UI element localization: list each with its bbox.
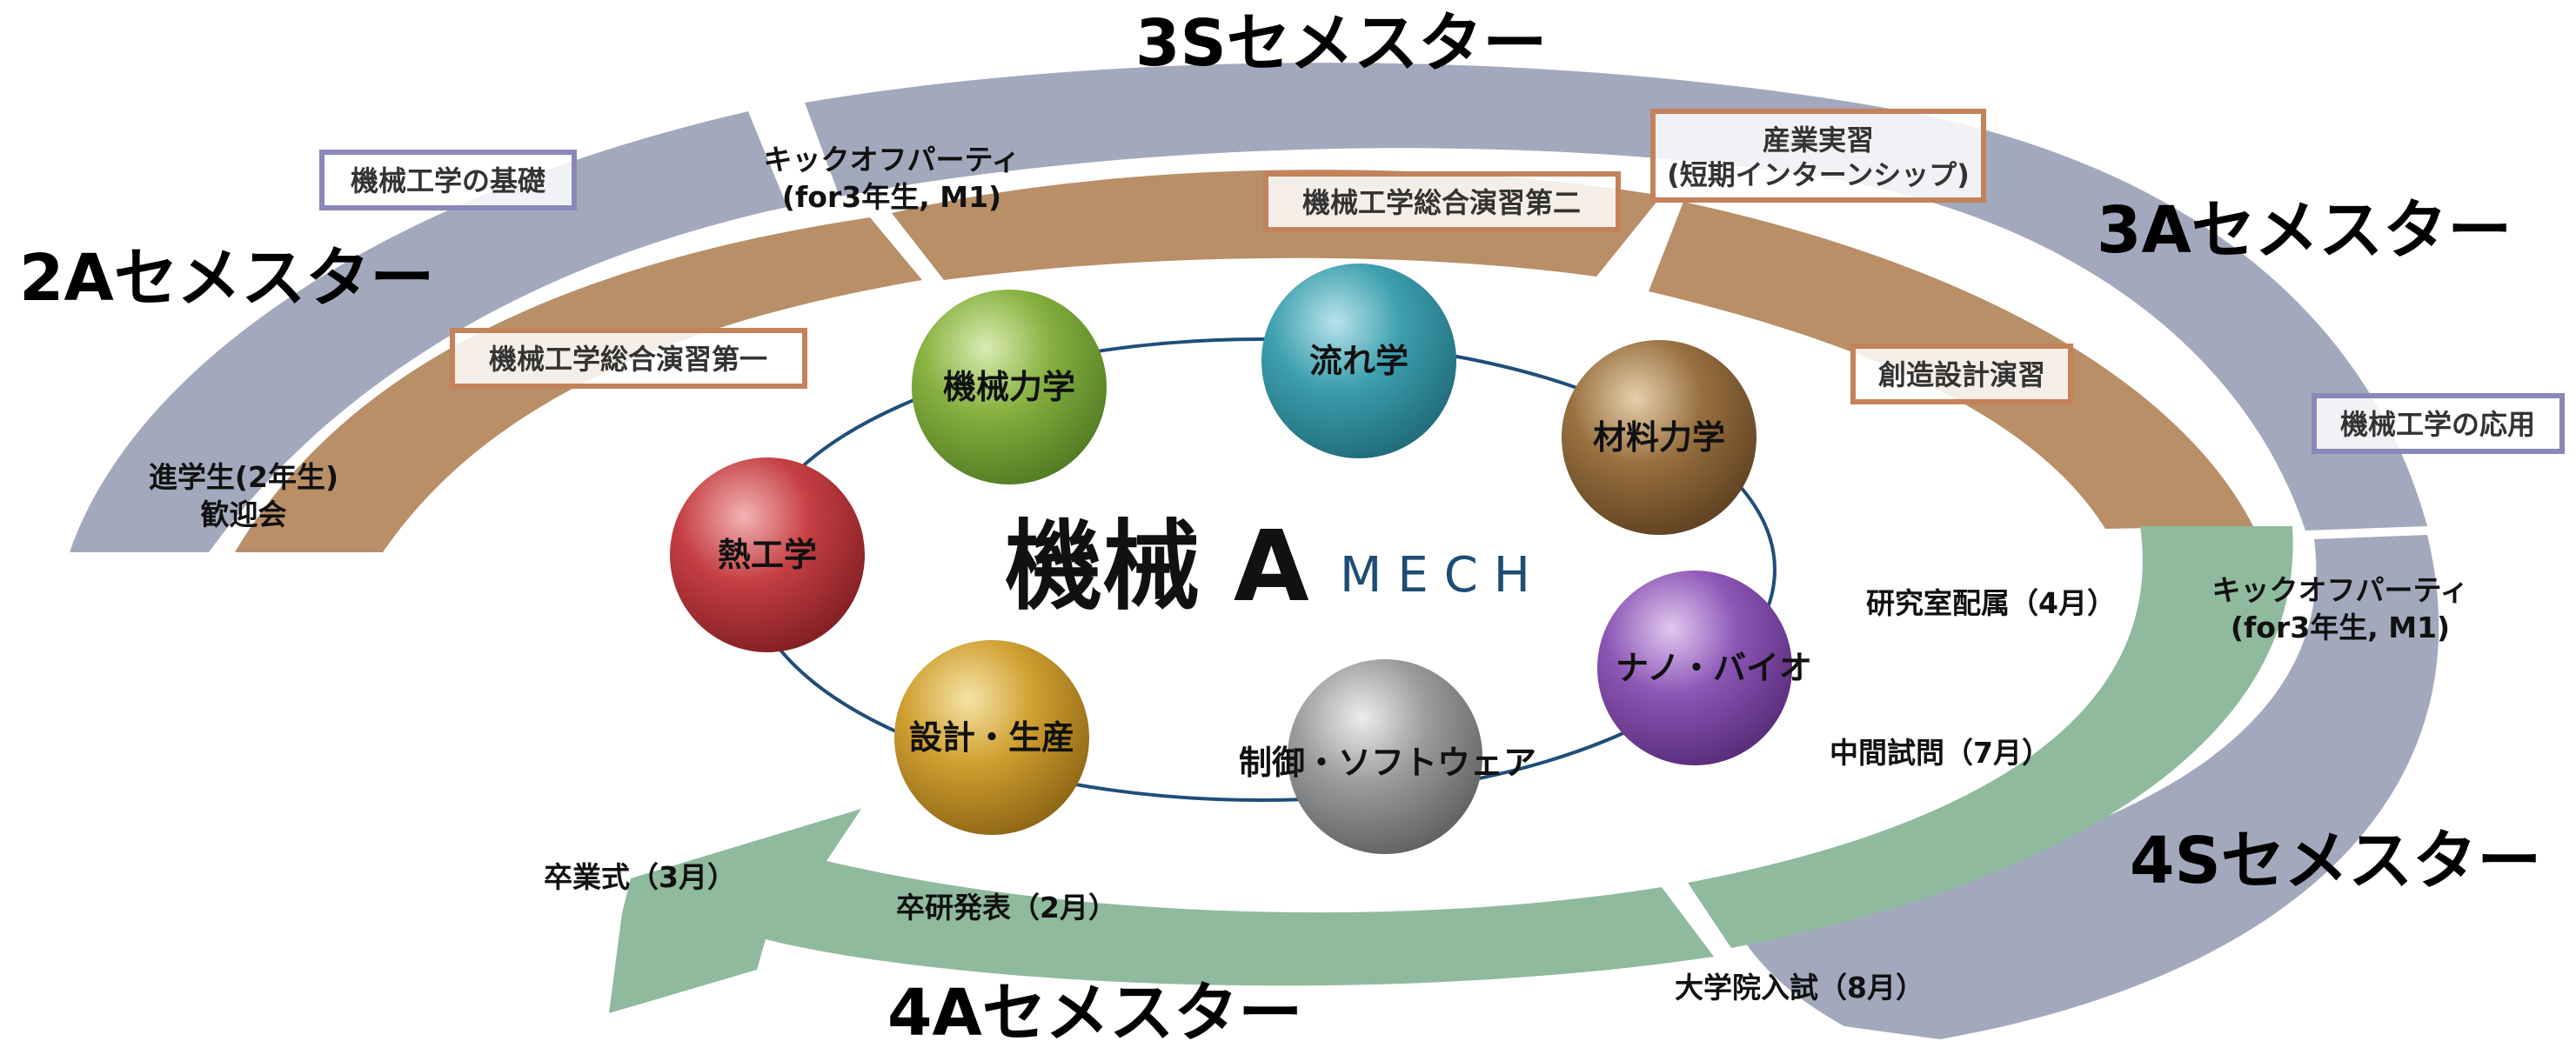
course-internship-title: 産業実習 [1763, 123, 1874, 157]
center-subtitle: MECH [1340, 547, 1546, 604]
event-thesis-presentation: 卒研発表（2月） [896, 891, 1117, 925]
event-kickoff-right-line1: キックオフパーティ [2211, 573, 2468, 607]
semester-2a-label: 2Aセメスター [19, 241, 434, 316]
field-design-production-label: 設計・生産 [909, 718, 1074, 757]
field-mechanics-label: 機械力学 [943, 368, 1075, 406]
green-band-4s [1688, 526, 2293, 948]
event-welcome-line1: 進学生(2年生) [149, 460, 338, 494]
event-kickoff-top-line1: キックオフパーティ [763, 143, 1020, 177]
course-exercise1-label: 機械工学総合演習第一 [489, 343, 767, 376]
outer-band-2a [70, 111, 787, 552]
course-box-exercise2: 機械工学総合演習第二 [1263, 171, 1621, 232]
field-design-production: 設計・生産 [894, 640, 1089, 835]
field-mechanics: 機械力学 [912, 290, 1107, 484]
course-box-design: 創造設計演習 [1850, 344, 2073, 404]
course-design-label: 創造設計演習 [1878, 358, 2045, 391]
semester-3a-label: 3Aセメスター [2097, 193, 2512, 268]
course-exercise2-label: 機械工学総合演習第二 [1302, 186, 1581, 219]
outer-band-3s-3a [805, 63, 2427, 531]
center-title: 機械 A [1005, 511, 1309, 624]
outer-band-4s [1727, 535, 2439, 1039]
event-welcome-line2: 歓迎会 [201, 497, 287, 531]
event-lab-assign: 研究室配属（4月） [1866, 586, 2116, 620]
event-graduation: 卒業式（3月） [544, 860, 736, 894]
semester-4a-label: 4Aセメスター [887, 976, 1302, 1048]
event-grad-exam: 大学院入試（8月） [1675, 971, 1924, 1005]
event-midterm: 中間試問（7月） [1830, 736, 2051, 770]
course-basics-label: 機械工学の基礎 [351, 164, 545, 197]
field-fluids: 流れ学 [1261, 264, 1456, 458]
green-band-4a-arrow [609, 809, 1714, 1013]
course-box-internship: 産業実習 (短期インターンシップ) [1650, 109, 1986, 203]
field-control-label: 制御・ソフトウェア [1239, 744, 1536, 782]
field-thermo: 熱工学 [670, 457, 865, 652]
course-box-exercise1: 機械工学総合演習第一 [450, 328, 807, 389]
event-kickoff-right-line2: (for3年生, M1) [2231, 611, 2450, 644]
event-kickoff-top-line2: (for3年生, M1) [782, 180, 1001, 214]
course-internship-sub: (短期インターンシップ) [1667, 158, 1970, 191]
course-box-basics: 機械工学の基礎 [319, 150, 577, 210]
field-nanobio: ナノ・バイオ [1597, 571, 1812, 765]
semester-3s-label: 3Sセメスター [1135, 6, 1547, 81]
field-control: 制御・ソフトウェア [1239, 659, 1536, 854]
semester-4s-label: 4Sセメスター [2130, 824, 2541, 898]
field-fluids-label: 流れ学 [1309, 342, 1408, 380]
course-box-applied: 機械工学の応用 [2312, 393, 2565, 454]
field-thermo-label: 熱工学 [718, 536, 817, 574]
field-materials-label: 材料力学 [1593, 418, 1725, 457]
course-applied-label: 機械工学の応用 [2340, 408, 2535, 441]
field-nanobio-label: ナノ・バイオ [1616, 649, 1812, 687]
field-materials: 材料力学 [1562, 340, 1756, 535]
